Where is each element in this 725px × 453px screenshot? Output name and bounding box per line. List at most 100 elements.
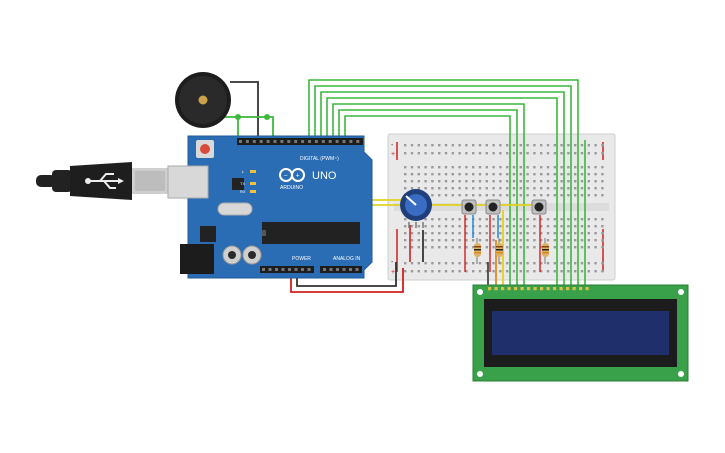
lcd-pin[interactable] [572, 287, 576, 291]
bb-hole[interactable] [512, 180, 516, 183]
lcd-pin[interactable] [579, 287, 583, 291]
bb-hole[interactable] [444, 270, 448, 273]
bb-hole[interactable] [594, 239, 597, 242]
bb-hole[interactable] [587, 144, 590, 147]
bb-hole[interactable] [485, 152, 488, 155]
bb-hole[interactable] [438, 173, 441, 176]
bb-hole[interactable] [540, 218, 543, 221]
bb-hole[interactable] [424, 225, 427, 228]
bb-hole[interactable] [553, 225, 556, 228]
bb-hole[interactable] [444, 173, 448, 176]
bb-hole[interactable] [492, 152, 495, 155]
bb-hole[interactable] [424, 187, 427, 190]
bb-hole[interactable] [601, 166, 604, 169]
bb-hole[interactable] [540, 144, 543, 147]
header-pin[interactable] [336, 268, 339, 271]
bb-hole[interactable] [526, 225, 529, 228]
bb-hole[interactable] [438, 232, 441, 235]
header-pin[interactable] [280, 140, 284, 143]
bb-hole[interactable] [499, 152, 502, 155]
bb-hole[interactable] [404, 239, 407, 242]
bb-hole[interactable] [560, 144, 563, 147]
bb-hole[interactable] [553, 239, 556, 242]
bb-hole[interactable] [438, 144, 441, 147]
resistor[interactable] [496, 238, 503, 264]
bb-hole[interactable] [444, 187, 448, 190]
bb-hole[interactable] [553, 194, 556, 197]
bb-hole[interactable] [485, 232, 488, 235]
bb-hole[interactable] [499, 232, 502, 235]
bb-hole[interactable] [438, 246, 441, 249]
bb-hole[interactable] [567, 218, 570, 221]
bb-hole[interactable] [506, 187, 509, 190]
bb-hole[interactable] [594, 270, 597, 273]
bb-hole[interactable] [465, 144, 468, 147]
bb-hole[interactable] [533, 152, 536, 155]
bb-hole[interactable] [499, 180, 502, 183]
bb-hole[interactable] [553, 144, 556, 147]
bb-hole[interactable] [580, 187, 584, 190]
bb-hole[interactable] [404, 187, 407, 190]
bb-hole[interactable] [560, 270, 563, 273]
bb-hole[interactable] [553, 166, 556, 169]
bb-hole[interactable] [587, 218, 590, 221]
lcd-pin[interactable] [488, 287, 492, 291]
bb-hole[interactable] [499, 173, 502, 176]
bb-hole[interactable] [574, 180, 577, 183]
bb-hole[interactable] [533, 232, 536, 235]
header-pin[interactable] [239, 140, 242, 143]
bb-hole[interactable] [417, 166, 420, 169]
bb-hole[interactable] [451, 166, 454, 169]
bb-hole[interactable] [594, 246, 597, 249]
bb-hole[interactable] [519, 173, 522, 176]
bb-hole[interactable] [424, 270, 427, 273]
bb-hole[interactable] [587, 166, 590, 169]
bb-hole[interactable] [458, 166, 461, 169]
bb-hole[interactable] [444, 239, 448, 242]
bb-hole[interactable] [478, 225, 482, 228]
bb-hole[interactable] [404, 262, 407, 265]
bb-hole[interactable] [533, 262, 536, 265]
piezo-buzzer[interactable] [175, 72, 231, 128]
header-pin[interactable] [349, 140, 353, 143]
bb-hole[interactable] [410, 180, 414, 183]
bb-hole[interactable] [465, 152, 468, 155]
bb-hole[interactable] [553, 173, 556, 176]
bb-hole[interactable] [431, 218, 434, 221]
bb-hole[interactable] [485, 180, 488, 183]
bb-hole[interactable] [485, 173, 488, 176]
bb-hole[interactable] [574, 218, 577, 221]
bb-hole[interactable] [417, 262, 420, 265]
header-pin[interactable] [268, 268, 272, 271]
bb-hole[interactable] [465, 194, 468, 197]
bb-hole[interactable] [478, 232, 482, 235]
bb-hole[interactable] [478, 187, 482, 190]
bb-hole[interactable] [492, 246, 495, 249]
bb-hole[interactable] [465, 246, 468, 249]
bb-hole[interactable] [519, 232, 522, 235]
bb-hole[interactable] [417, 225, 420, 228]
bb-hole[interactable] [553, 232, 556, 235]
bb-hole[interactable] [574, 194, 577, 197]
header-pin[interactable] [308, 140, 311, 143]
bb-hole[interactable] [594, 218, 597, 221]
bb-hole[interactable] [472, 246, 475, 249]
header-pin[interactable] [281, 268, 285, 271]
bb-hole[interactable] [587, 187, 590, 190]
header-pin[interactable] [321, 140, 325, 143]
bb-hole[interactable] [540, 246, 543, 249]
bb-hole[interactable] [553, 180, 556, 183]
bb-hole[interactable] [546, 262, 550, 265]
bb-hole[interactable] [431, 194, 434, 197]
bb-hole[interactable] [499, 239, 502, 242]
bb-hole[interactable] [451, 239, 454, 242]
bb-hole[interactable] [431, 144, 434, 147]
bb-hole[interactable] [506, 218, 509, 221]
bb-hole[interactable] [438, 218, 441, 221]
bb-hole[interactable] [438, 262, 441, 265]
bb-hole[interactable] [438, 152, 441, 155]
bb-hole[interactable] [499, 166, 502, 169]
bb-hole[interactable] [451, 262, 454, 265]
bb-hole[interactable] [526, 262, 529, 265]
bb-hole[interactable] [478, 173, 482, 176]
